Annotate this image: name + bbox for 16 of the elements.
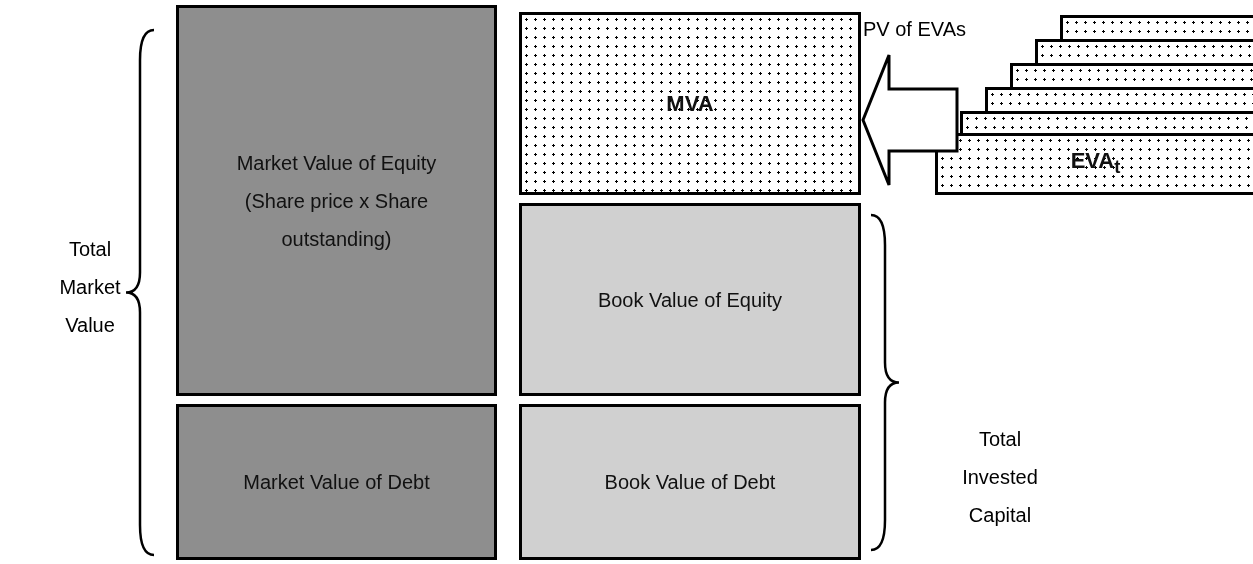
value-block — [519, 12, 861, 195]
brace-label: Total Invested Capital — [961, 427, 1039, 528]
value-block — [176, 404, 497, 560]
block-label: Book Value of Debt — [603, 470, 777, 495]
block-label: Market Value of Equity — [235, 150, 438, 176]
block-label: Market Value of Debt — [242, 470, 431, 495]
value-block — [519, 404, 861, 560]
brace-label: Total Market Value — [58, 237, 122, 338]
block-label: Book Value of Equity — [596, 287, 784, 313]
value-block — [176, 5, 497, 396]
stacked-bar — [935, 133, 1253, 195]
block-arrow — [861, 53, 959, 187]
block-label: EVA$_{t}$ — [1069, 146, 1122, 180]
value-block — [519, 203, 861, 396]
block-label: (Share price x Share outstanding) — [243, 188, 430, 252]
block-label: MVA — [665, 89, 715, 118]
